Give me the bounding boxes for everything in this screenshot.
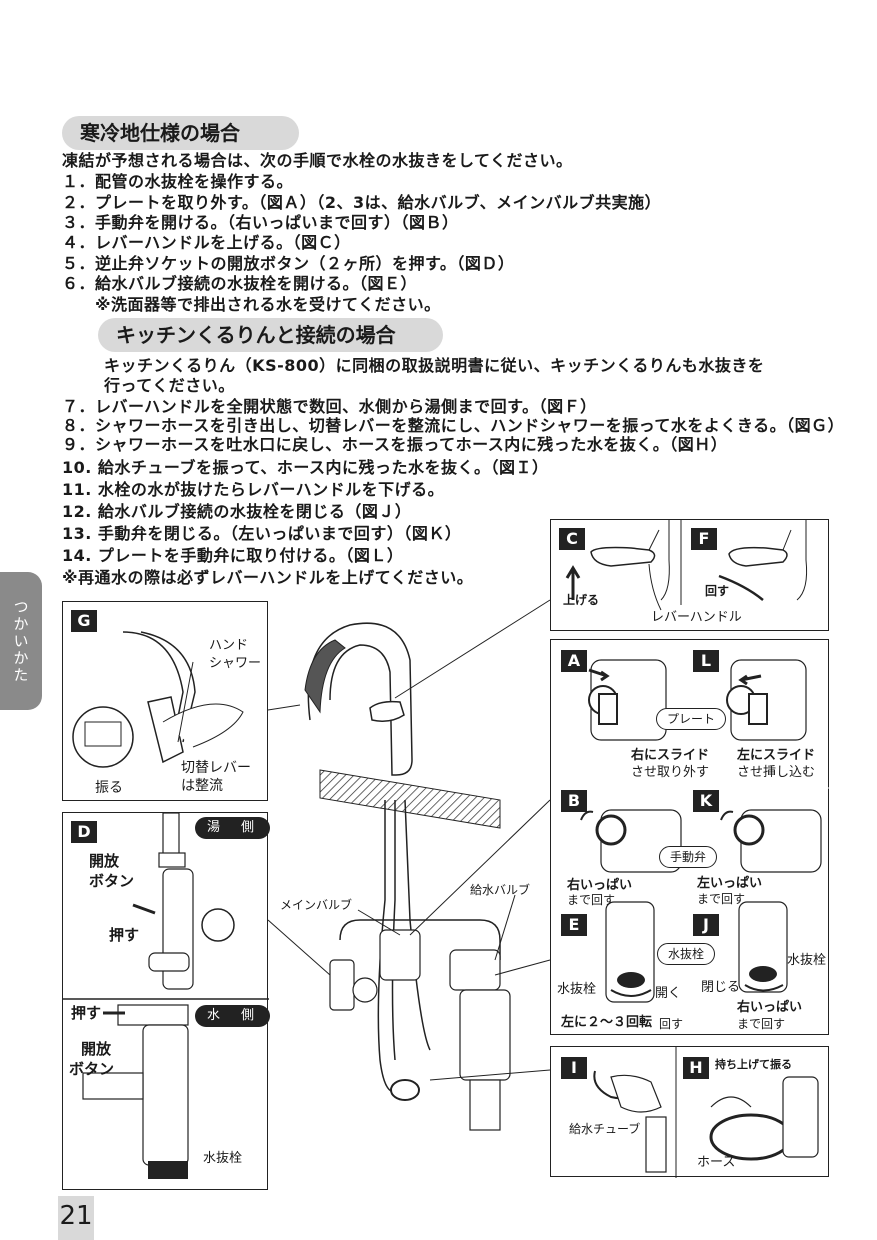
label-l-1: 左にスライド [737,748,816,763]
figure-tag-c: C [559,528,585,550]
label-l-2: させ挿し込む [737,765,816,780]
label-lever-1: 切替レバー [181,760,251,776]
label-shake: 振る [95,780,123,796]
figure-tag-i: I [561,1057,587,1079]
label-k-2: まで回す [697,892,746,906]
instruction-line: 11. 水栓の水が抜けたらレバーハンドルを下げる。 [62,480,445,499]
label-j-1: 右いっぱい [737,1000,803,1015]
check-valve-illustration [63,812,269,1179]
figure-tag-l: L [693,650,719,672]
instruction-line: ５．逆止弁ソケットの開放ボタン（２ヶ所）を押す。（図Ｄ） [62,254,515,273]
instruction-line: ９．シャワーホースを吐水口に戻し、ホースを振ってホース内に残った水を抜く。（図Ｈ… [62,435,728,454]
instruction-line: ８．シャワーホースを引き出し、切替レバーを整流にし、ハンドシャワーを振って水をよ… [62,416,845,435]
label-push: 押す [109,926,140,944]
page-number: 21 [58,1196,94,1240]
hose-illustrations [593,1047,819,1178]
instruction-line: 行ってください。 [104,376,235,395]
label-plate: プレート [656,708,727,730]
label-lever-handle: レバーハンドル [651,610,742,625]
label-release-cold-2: ボタン [69,1060,115,1078]
label-supply-tube: 給水チューブ [569,1122,641,1136]
label-j-close: 閉じる [701,980,741,995]
figure-tag-a: A [561,650,587,672]
label-e-open: 開く [655,986,682,1001]
figure-tag-b: B [561,790,587,812]
instruction-line: ※再通水の際は必ずレバーハンドルを上げてください。 [62,568,474,587]
valve-illustrations [551,659,830,1003]
label-lever-2: は整流 [181,778,223,794]
figure-tag-k: K [693,790,719,812]
instruction-line: 10. 給水チューブを振って、ホース内に残った水を抜く。（図Ｉ） [62,458,549,477]
section-title-kitchen-kururin: キッチンくるりんと接続の場合 [98,318,443,352]
figure-d: D 湯 側 開放 ボタン 押す 押す 水 側 開放 ボタン 水抜栓 [62,812,271,1190]
label-turn: 回す [705,584,730,598]
instruction-line: 14. プレートを手動弁に取り付ける。（図Ｌ） [62,546,404,565]
label-a-2: させ取り外す [631,765,710,780]
label-release-cold-1: 開放 [81,1040,112,1058]
label-push-cold: 押す [71,1004,102,1022]
label-b-1: 右いっぱい [567,878,633,893]
label-hot-side: 湯 側 [195,817,271,839]
figure-tag-d: D [71,821,97,843]
label-drain-plug: 水抜栓 [657,943,716,965]
label-hand-2: シャワー [209,656,262,671]
label-supply-valve: 給水バルブ [470,883,531,897]
label-release-2: ボタン [89,872,135,890]
figure-tag-g: G [71,610,97,632]
lever-handle-illustration [565,520,808,611]
figure-g: G ハンド シャワー 切替レバー は整流 振る [62,601,268,801]
label-e-turn2: 回す [659,1017,684,1031]
label-cold-side: 水 側 [195,1005,271,1027]
label-manual-valve: 手動弁 [659,846,718,868]
figure-tag-j: J [693,914,719,936]
instruction-line: 凍結が予想される場合は、次の手順で水栓の水抜きをしてください。 [62,151,573,170]
section-title-cold-region: 寒冷地仕様の場合 [62,116,299,150]
label-b-2: まで回す [567,893,616,907]
instruction-line: ２．プレートを取り外す。（図Ａ）（2、3は、給水バルブ、メインバルブ共実施） [62,193,662,212]
label-lift-shake: 持ち上げて振る [715,1058,792,1071]
label-j-drain: 水抜栓 [787,953,827,968]
label-e-turn: 左に２〜３回転 [561,1015,653,1030]
label-drain-d: 水抜栓 [203,1151,243,1166]
label-k-1: 左いっぱい [697,876,763,891]
label-hose: ホース [697,1155,736,1170]
label-main-valve: メインバルブ [280,898,353,912]
figure-valves: A L プレート 右にスライド させ取り外す 左にスライド させ挿し込む B K [550,639,830,1035]
figure-tag-e: E [561,914,587,936]
instruction-line: １．配管の水抜栓を操作する。 [62,172,294,191]
figure-ih: I H 給水チューブ 持ち上げて振る ホース [550,1046,829,1178]
label-release-1: 開放 [89,852,120,870]
instruction-line: ４．レバーハンドルを上げる。（図Ｃ） [62,233,351,252]
figure-tag-h: H [683,1057,709,1079]
instruction-line: ６．給水バルブ接続の水抜栓を開ける。（図Ｅ） [62,274,418,293]
label-raise: 上げる [563,593,600,607]
figure-cf: C F 上げる 回す レバーハンドル [550,519,829,631]
figure-tag-f: F [691,528,717,550]
label-e-drain: 水抜栓 [557,982,597,997]
instruction-line: ※洗面器等で排出される水を受けてください。 [62,295,441,314]
side-tab-usage[interactable]: つかいかた [0,572,42,710]
instruction-line: キッチンくるりん（KS-800）に同梱の取扱説明書に従い、キッチンくるりんも水抜… [104,356,765,375]
label-j-2: まで回す [737,1017,786,1031]
hand-shower-illustration [72,631,244,768]
instruction-line: ７．レバーハンドルを全開状態で数回、水側から湯側まで回す。（図Ｆ） [62,397,597,416]
instruction-line: 13. 手動弁を閉じる。（左いっぱいまで回す）（図Ｋ） [62,524,462,543]
label-a-1: 右にスライド [631,748,710,763]
label-hand-1: ハンド [209,638,249,653]
instruction-line: 12. 給水バルブ接続の水抜栓を閉じる（図Ｊ） [62,502,412,521]
instruction-line: ３．手動弁を開ける。（右いっぱいまで回す）（図Ｂ） [62,213,459,232]
